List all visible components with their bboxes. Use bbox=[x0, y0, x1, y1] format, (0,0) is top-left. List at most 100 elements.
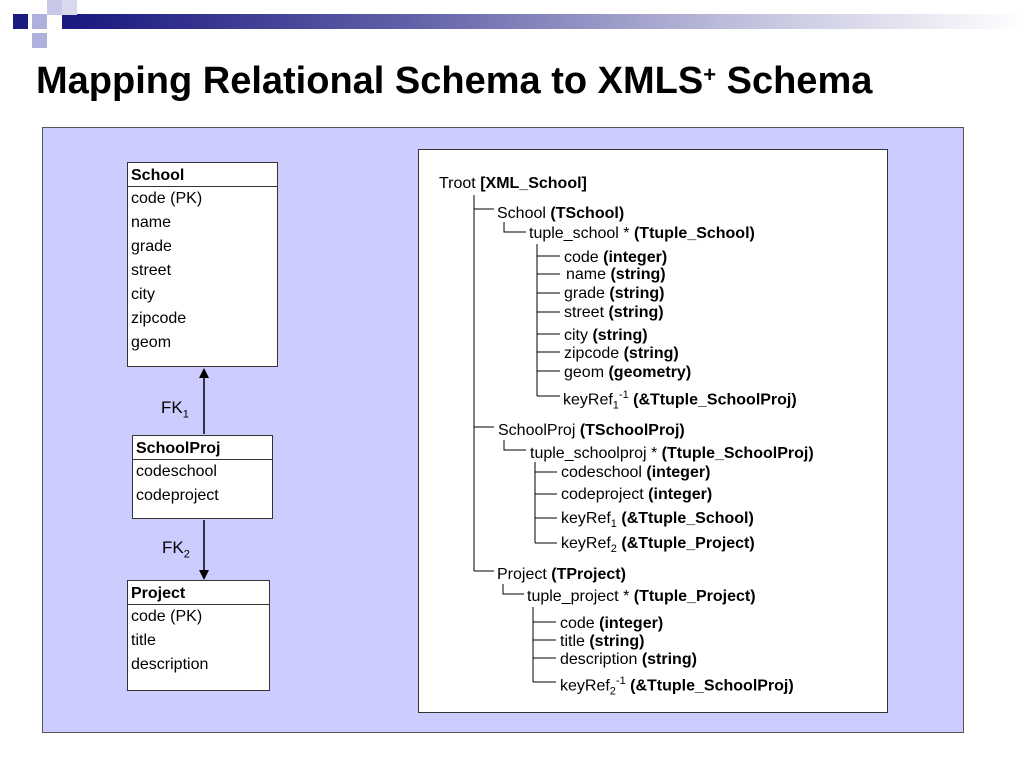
tree-node-school-field: street (string) bbox=[564, 304, 664, 322]
tree-node-superscript: -1 bbox=[615, 675, 626, 687]
tree-node-name: SchoolProj bbox=[498, 422, 580, 439]
tree-node-type: (TSchoolProj) bbox=[579, 422, 685, 439]
tree-node-name: city bbox=[564, 327, 593, 344]
tree-node-school-field: geom (geometry) bbox=[564, 364, 691, 382]
fk1-arrowhead bbox=[199, 368, 209, 378]
tree-node-name: Troot bbox=[439, 175, 481, 192]
tree-node-type: (Ttuple_SchoolProj) bbox=[661, 445, 814, 462]
tree-node-name: Project bbox=[497, 566, 552, 583]
tree-node-school-field: zipcode (string) bbox=[564, 345, 679, 363]
tree-node-name: title bbox=[560, 633, 590, 650]
tree-node-tuple-project: tuple_project * (Ttuple_Project) bbox=[527, 588, 756, 606]
table-school-row: geom bbox=[131, 334, 172, 351]
tree-node-type: (string) bbox=[592, 327, 648, 344]
tree-node-name: codeproject bbox=[561, 486, 649, 503]
tree-node-name: tuple_schoolproj * bbox=[530, 445, 662, 462]
table-schoolproj-row: codeproject bbox=[136, 487, 219, 504]
table-school-row: code (PK) bbox=[131, 190, 203, 207]
fk1-subscript: 1 bbox=[182, 408, 189, 421]
tree-node-name: keyRef bbox=[560, 677, 610, 695]
tree-node-type: (integer) bbox=[599, 615, 664, 632]
tree-node-schoolproj-field: codeproject (integer) bbox=[561, 486, 712, 504]
table-school-row: zipcode bbox=[131, 310, 187, 327]
table-school-row: name bbox=[131, 214, 172, 231]
tree-node-schoolproj-field: codeschool (integer) bbox=[561, 464, 710, 482]
tree-node-project-field: title (string) bbox=[560, 633, 644, 651]
title-end: Schema bbox=[716, 60, 873, 102]
tree-node-type: (string) bbox=[641, 651, 697, 668]
tree-node-name: grade bbox=[564, 285, 610, 302]
tree-node-tuple-school: tuple_school * (Ttuple_School) bbox=[529, 225, 755, 243]
tree-node-project: Project (TProject) bbox=[497, 566, 626, 584]
table-schoolproj: SchoolProj codeschool codeproject bbox=[132, 435, 273, 519]
tree-node-name: keyRef bbox=[563, 391, 613, 409]
tree-node-tuple-schoolproj: tuple_schoolproj * (Ttuple_SchoolProj) bbox=[530, 445, 814, 463]
tree-node-school-field: code (integer) bbox=[564, 249, 667, 267]
tree-node-type: (integer) bbox=[648, 486, 713, 503]
tree-node-school-keyref: keyRef1-1 (&Ttuple_SchoolProj) bbox=[563, 386, 797, 415]
title-superscript: + bbox=[703, 62, 717, 87]
tree-node-name: geom bbox=[564, 364, 609, 381]
title-main: Mapping Relational Schema to XMLS bbox=[36, 60, 704, 102]
fk1-text: FK bbox=[161, 398, 183, 417]
fk2-label: FK2 bbox=[162, 538, 190, 560]
table-project-row: code (PK) bbox=[131, 608, 203, 625]
tree-node-name: codeschool bbox=[561, 464, 647, 481]
table-school-row: city bbox=[131, 286, 155, 303]
tree-node-school-field: name (string) bbox=[566, 266, 666, 284]
tree-node-name: tuple_school * bbox=[529, 225, 634, 242]
tree-node-schoolproj-keyref2: keyRef2 (&Ttuple_Project) bbox=[561, 535, 755, 558]
tree-node-name: code bbox=[560, 615, 600, 632]
deco-square-dark-1 bbox=[13, 14, 28, 29]
tree-node-type: (&Ttuple_SchoolProj) bbox=[628, 391, 797, 409]
table-school: School code (PK) name grade street city … bbox=[127, 162, 278, 367]
tree-node-type: [XML_School] bbox=[480, 175, 587, 192]
fk2-arrowhead bbox=[199, 570, 209, 580]
table-schoolproj-row: codeschool bbox=[136, 463, 217, 480]
tuple-schoolproj-branch-line bbox=[503, 440, 526, 451]
tree-node-type: (string) bbox=[609, 285, 665, 302]
tree-node-type: (TProject) bbox=[551, 566, 626, 583]
tree-node-type: (Ttuple_Project) bbox=[633, 588, 756, 605]
table-project-header: Project bbox=[128, 581, 269, 605]
table-schoolproj-header: SchoolProj bbox=[133, 436, 272, 460]
deco-gradient-bar bbox=[77, 14, 1024, 29]
deco-square-light-3 bbox=[47, 0, 62, 15]
tree-node-name: code bbox=[564, 249, 604, 266]
tree-node-type: (geometry) bbox=[608, 364, 692, 381]
tree-node-subscript: 1 bbox=[612, 399, 619, 412]
table-school-row: grade bbox=[131, 238, 172, 255]
header-decoration bbox=[0, 0, 1024, 50]
xml-schema-tree-box bbox=[418, 149, 888, 713]
table-project-row: title bbox=[131, 632, 156, 649]
table-project: Project code (PK) title description bbox=[127, 580, 270, 691]
tree-node-school-field: grade (string) bbox=[564, 285, 664, 303]
tuple-project-branch-line bbox=[502, 584, 524, 595]
tree-node-superscript: -1 bbox=[618, 389, 629, 401]
tree-node-type: (&Ttuple_School) bbox=[616, 510, 754, 527]
tuple-school-branch-line bbox=[503, 222, 526, 233]
tree-node-name: name bbox=[566, 266, 611, 283]
slide-title: Mapping Relational Schema to XMLS+ Schem… bbox=[36, 60, 872, 103]
tree-node-name: description bbox=[560, 651, 642, 668]
tree-node-type: (string) bbox=[608, 304, 664, 321]
deco-square-light-2 bbox=[32, 33, 47, 48]
fk2-text: FK bbox=[162, 538, 184, 557]
fk2-subscript: 2 bbox=[183, 548, 190, 561]
tree-node-name: School bbox=[497, 205, 551, 222]
table-school-row: street bbox=[131, 262, 172, 279]
tree-node-schoolproj: SchoolProj (TSchoolProj) bbox=[498, 422, 685, 440]
tree-node-type: (&Ttuple_Project) bbox=[616, 535, 755, 552]
tree-node-type: (integer) bbox=[603, 249, 668, 266]
table-project-row: description bbox=[131, 656, 209, 673]
tree-node-type: (Ttuple_School) bbox=[633, 225, 755, 242]
tree-node-name: street bbox=[564, 304, 609, 321]
tree-node-name: keyRef bbox=[561, 510, 611, 527]
tree-node-type: (string) bbox=[589, 633, 645, 650]
tree-node-project-keyref: keyRef2-1 (&Ttuple_SchoolProj) bbox=[560, 672, 794, 701]
tree-node-school-field: city (string) bbox=[564, 327, 648, 345]
tree-node-troot: Troot [XML_School] bbox=[439, 175, 587, 193]
table-school-header: School bbox=[128, 163, 277, 187]
